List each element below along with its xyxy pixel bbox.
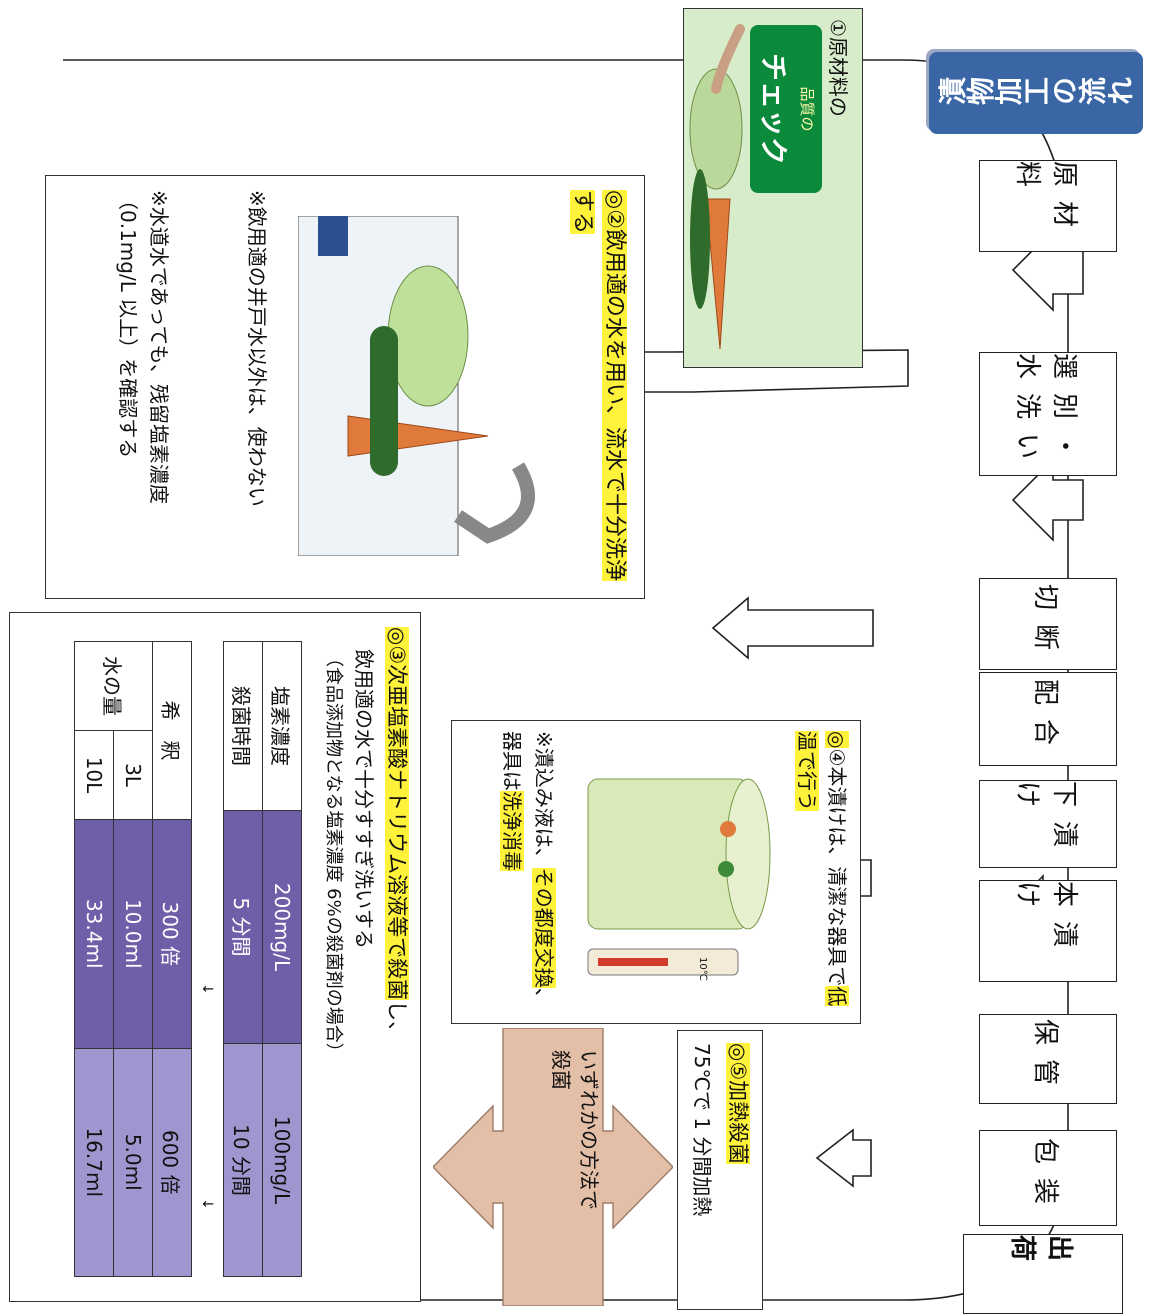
heat-instruction: 75℃で 1 分間加熱 <box>690 1043 714 1217</box>
flow-step-shipping: 出荷 <box>963 1234 1123 1314</box>
table-row: 10L 33.4ml 16.7ml <box>74 642 114 1277</box>
quality-check-heading: ①原材料の <box>825 19 854 117</box>
quality-check-badge: 品質の チェック <box>750 25 822 193</box>
washing-note-well-water: ※飲用適の井戸水以外は、使わない <box>245 190 269 507</box>
title-badge: 漬物加工の流れ <box>929 52 1143 134</box>
flow-step-storage: 保管 <box>979 1014 1117 1104</box>
chlorine-condition-text: （食品添加物となる塩素濃度 6%の殺菌剤の場合） <box>323 649 344 1061</box>
heat-heading: ◎⑤加熱殺菌 <box>726 1043 750 1165</box>
step1-number: ① <box>826 19 850 37</box>
vegetables-illustration <box>689 24 745 350</box>
flow-step-blending: 配合 <box>979 672 1117 766</box>
either-method-cross <box>433 1028 673 1306</box>
flow-step-pre-pickling: 下漬け <box>979 780 1117 868</box>
flow-step-packaging: 包装 <box>979 1130 1117 1226</box>
table-row: 塩素濃度 200mg/L 100mg/L <box>262 641 302 1277</box>
badge-top-text: 品質の <box>798 86 816 132</box>
table-row: 水の量 3L 10.0ml 5.0ml <box>74 641 153 1277</box>
either-method-text: いずれかの方法で 殺菌 <box>547 1050 603 1290</box>
page-title: 漬物加工の流れ <box>938 76 1134 109</box>
chlorine-table-bottom: 希 釈 300 倍 600 倍 水の量 3L 10.0ml 5.0ml 10L … <box>74 641 192 1277</box>
chlorine-heading: ◎③次亜塩素酸ナトリウム溶液等で殺菌し、 <box>385 627 409 1043</box>
flow-step-raw-material: 原材料 <box>979 160 1117 252</box>
flow-step-main-pickling: 本漬け <box>979 880 1117 982</box>
table-arrow-left: ↓ <box>199 983 215 995</box>
panel-washing: ◎②飲用適の水を用い、流水で十分洗浄する ※飲用適の井戸水以外は、使わない ※水… <box>45 175 645 599</box>
panel-main-pickling: ◎④本漬けは、清潔な器具で低温で行う 10℃ ※漬込み液は、その都度交換、器具は… <box>451 720 861 1024</box>
chlorine-rinse-text: 飲用適の水で十分すすぎ洗いする <box>352 649 376 949</box>
washing-heading: ◎②飲用適の水を用い、流水で十分洗浄する <box>570 190 627 581</box>
flow-step-sort-wash: 選別・水洗い <box>979 352 1117 476</box>
table-row: 殺菌時間 5 分間 10 分間 <box>223 641 263 1277</box>
pickling-heading: ◎④本漬けは、清潔な器具で低温で行う <box>795 731 849 1007</box>
washing-illustration <box>298 216 535 556</box>
step1-label: 原材料の <box>826 36 850 117</box>
washing-note-tap-water: ※水道水であっても、残留塩素濃度（0.1mg/L 以上）を確認する <box>116 190 171 504</box>
either-line-1: いずれかの方法で <box>577 1050 601 1210</box>
panel-quality-check: ①原材料の 品質の チェック <box>683 8 863 368</box>
panel-heat-sterilization: ◎⑤加熱殺菌 75℃で 1 分間加熱 <box>677 1030 763 1310</box>
pickling-pot-illustration <box>587 778 771 976</box>
pickling-note: ※漬込み液は、その都度交換、器具は洗浄消毒 <box>500 731 556 1008</box>
table-row: 希 釈 300 倍 600 倍 <box>152 641 192 1277</box>
either-line-2: 殺菌 <box>549 1050 573 1090</box>
table-arrow-right: ↓ <box>199 1198 215 1210</box>
chlorine-table-top: 塩素濃度 200mg/L 100mg/L 殺菌時間 5 分間 10 分間 <box>223 641 302 1277</box>
thermometer-label: 10℃ <box>697 957 708 981</box>
badge-main-text: チェック <box>757 52 790 165</box>
flow-step-cutting: 切断 <box>979 578 1117 670</box>
panel-chlorine-sterilization: ◎③次亜塩素酸ナトリウム溶液等で殺菌し、 飲用適の水で十分すすぎ洗いする （食品… <box>9 612 421 1302</box>
